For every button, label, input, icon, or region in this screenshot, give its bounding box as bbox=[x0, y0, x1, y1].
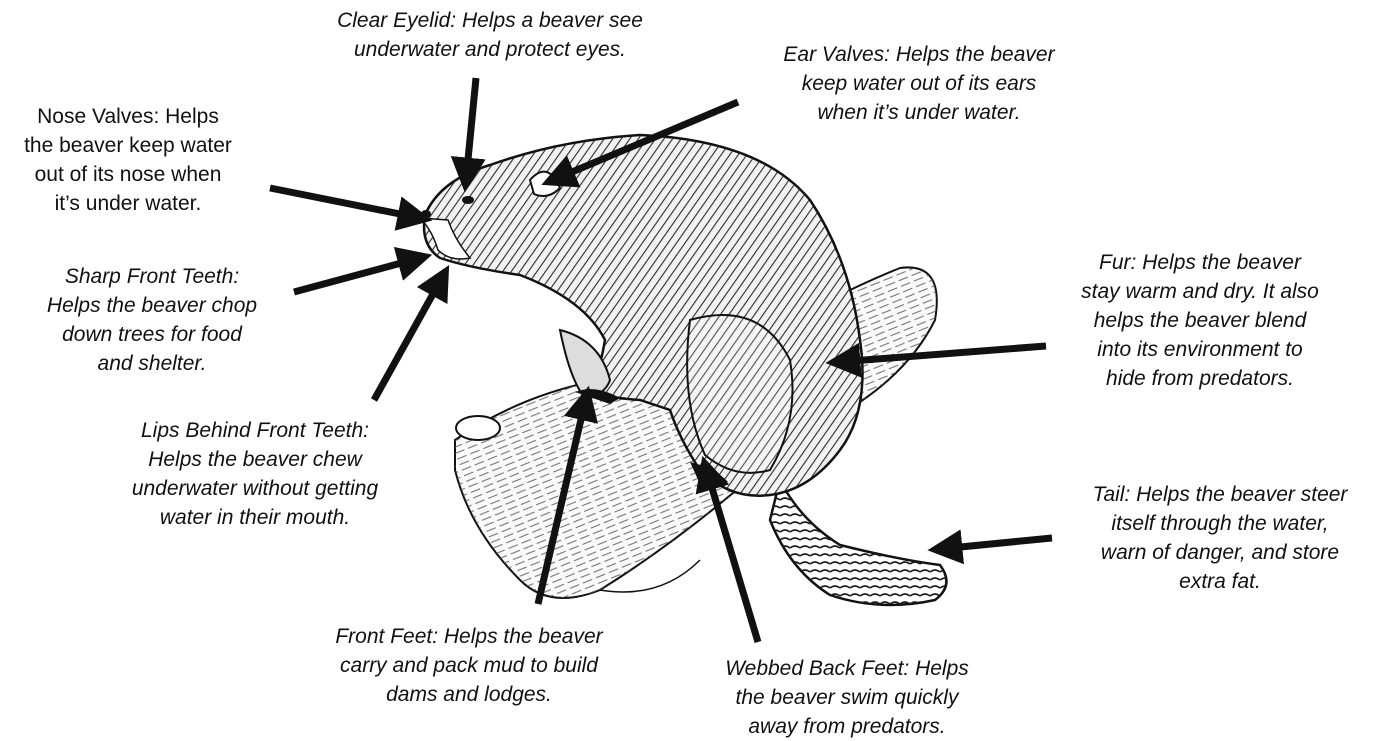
tail-illustration bbox=[770, 480, 946, 605]
label-clear-eyelid: Clear Eyelid: Helps a beaver see underwa… bbox=[300, 6, 680, 64]
arrow-lips-behind-front-teeth bbox=[374, 276, 443, 400]
arrow-nose-valves bbox=[270, 188, 420, 218]
label-ear-valves: Ear Valves: Helps the beaver keep water … bbox=[744, 40, 1094, 127]
label-tail: Tail: Helps the beaver steer itself thro… bbox=[1062, 480, 1378, 596]
label-lips-behind-front-teeth: Lips Behind Front Teeth: Helps the beave… bbox=[100, 416, 410, 532]
arrow-sharp-front-teeth bbox=[294, 258, 420, 292]
label-front-feet: Front Feet: Helps the beaver carry and p… bbox=[300, 622, 638, 709]
label-fur: Fur: Helps the beaver stay warm and dry.… bbox=[1046, 248, 1354, 393]
label-nose-valves: Nose Valves: Helps the beaver keep water… bbox=[0, 102, 256, 218]
arrow-clear-eyelid bbox=[466, 78, 476, 180]
label-sharp-front-teeth: Sharp Front Teeth: Helps the beaver chop… bbox=[20, 262, 284, 378]
arrow-tail bbox=[940, 538, 1052, 549]
label-webbed-back-feet: Webbed Back Feet: Helps the beaver swim … bbox=[694, 654, 1000, 741]
